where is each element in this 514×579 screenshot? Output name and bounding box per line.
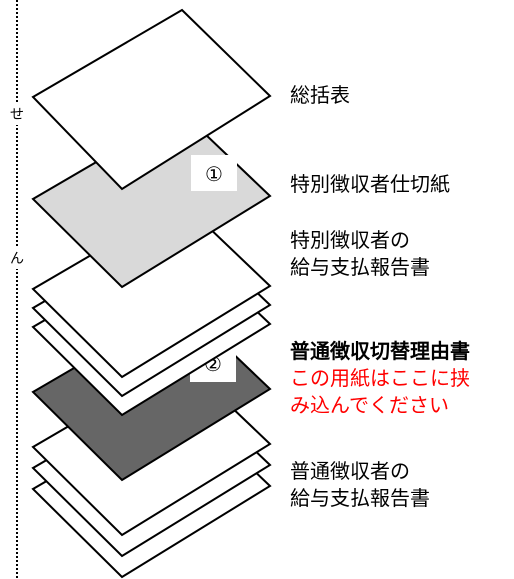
- label-insert-note-line-2: み込んでください: [290, 393, 449, 417]
- margin-label-top: せ: [10, 107, 24, 123]
- special-report-sheet-1: [31, 200, 272, 379]
- label-ordinary-report-line-2: 給与支払報告書: [290, 486, 430, 510]
- label-ordinary-report: 普通徴収者の 給与支払報告書: [290, 458, 430, 512]
- label-special-divider: 特別徴収者仕切紙: [290, 171, 450, 198]
- label-summary: 総括表: [290, 82, 350, 109]
- label-insert-note: この用紙はここに挟 み込んでください: [290, 365, 470, 419]
- summary-sheet: [31, 8, 272, 191]
- label-ordinary-reason: 普通徴収切替理由書: [290, 338, 470, 365]
- label-special-report-line-2: 給与支払報告書: [290, 255, 430, 279]
- label-special-report: 特別徴収者の 給与支払報告書: [290, 227, 430, 281]
- label-summary-text: 総括表: [290, 83, 350, 107]
- margin-label-bottom: ん: [10, 251, 24, 267]
- badge-first: ①: [205, 162, 223, 186]
- margin-label-top-bg: [8, 103, 26, 125]
- label-ordinary-report-line-1: 普通徴収者の: [290, 459, 410, 483]
- label-special-report-line-1: 特別徴収者の: [290, 228, 410, 252]
- label-special-divider-text: 特別徴収者仕切紙: [290, 172, 450, 196]
- margin-label-bottom-bg: [8, 247, 26, 269]
- label-insert-note-line-1: この用紙はここに挟: [290, 366, 470, 390]
- badge-first-box: [191, 155, 237, 191]
- label-ordinary-reason-text: 普通徴収切替理由書: [290, 339, 470, 363]
